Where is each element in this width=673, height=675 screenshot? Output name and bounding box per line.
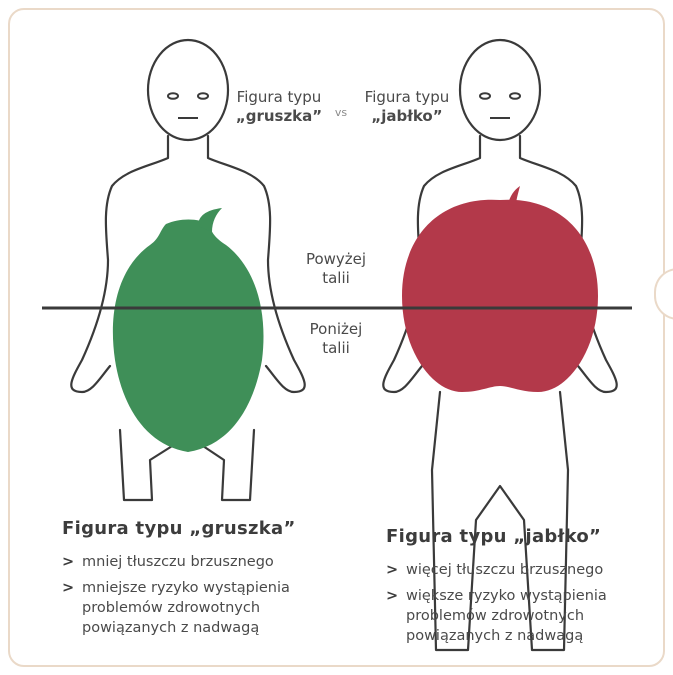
pear-header-line2: „gruszka” (236, 107, 322, 125)
list-item-text: mniejsze ryzyko wystąpienia problemów zd… (82, 580, 290, 636)
list-item: > mniejsze ryzyko wystąpienia problemów … (62, 578, 352, 638)
list-item: > więcej tłuszczu brzusznego (386, 560, 666, 580)
above-waist-line1: Powyżej (296, 250, 376, 269)
apple-face (480, 93, 520, 118)
bullet-arrow-icon: > (62, 578, 74, 598)
pear-shape (113, 220, 264, 453)
pear-face (168, 93, 208, 118)
pear-header-label: Figura typu „gruszka” (224, 88, 334, 126)
apple-header-line1: Figura typu (354, 88, 460, 107)
below-waist-line1: Poniżej (296, 320, 376, 339)
pear-block-list: > mniej tłuszczu brzusznego > mniejsze r… (62, 552, 352, 644)
apple-header-line2: „jabłko” (371, 107, 442, 125)
above-waist-line2: talii (296, 269, 376, 288)
above-waist-label: Powyżej talii (296, 250, 376, 288)
apple-block-list: > więcej tłuszczu brzusznego > większe r… (386, 560, 666, 652)
list-item: > większe ryzyko wystąpienia problemów z… (386, 586, 666, 646)
bullet-arrow-icon: > (386, 560, 398, 580)
list-item-text: więcej tłuszczu brzusznego (406, 562, 603, 578)
vs-label: vs (326, 106, 356, 120)
list-item-text: mniej tłuszczu brzusznego (82, 554, 274, 570)
apple-header-label: Figura typu „jabłko” (354, 88, 460, 126)
pear-block-title: Figura typu „gruszka” (62, 518, 296, 539)
list-item: > mniej tłuszczu brzusznego (62, 552, 352, 572)
apple-block-title: Figura typu „jabłko” (386, 526, 601, 547)
below-waist-line2: talii (296, 339, 376, 358)
bullet-arrow-icon: > (386, 586, 398, 606)
apple-shape (402, 200, 598, 392)
below-waist-label: Poniżej talii (296, 320, 376, 358)
list-item-text: większe ryzyko wystąpienia problemów zdr… (406, 588, 607, 644)
pear-header-line1: Figura typu (224, 88, 334, 107)
bullet-arrow-icon: > (62, 552, 74, 572)
